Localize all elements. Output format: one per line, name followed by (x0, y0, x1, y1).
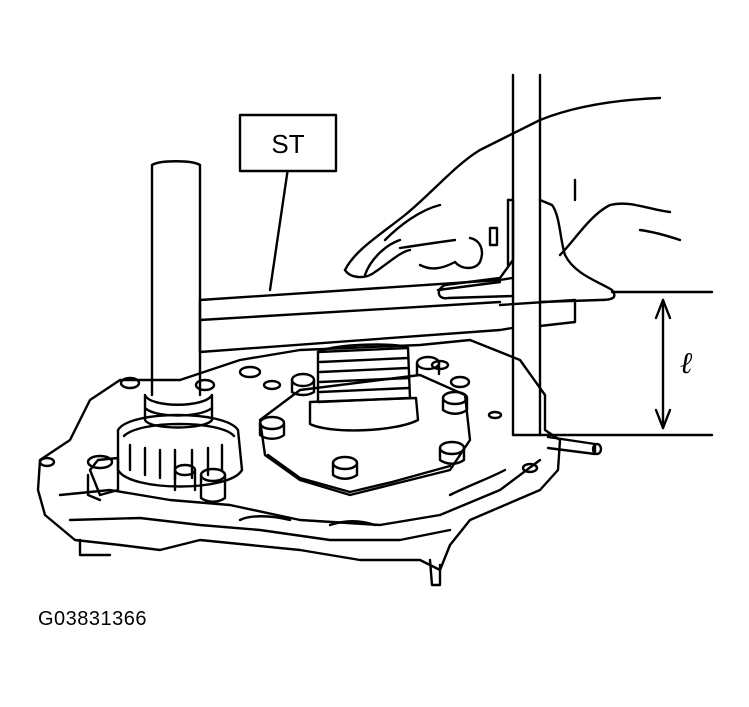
dimension-label: ℓ (680, 346, 693, 381)
st-label: ST (271, 129, 304, 159)
depth-gauge (437, 73, 616, 437)
st-label-box (238, 113, 338, 173)
dimension-lines (546, 290, 714, 437)
housing-case (36, 338, 562, 572)
special-tool-bar (198, 276, 577, 354)
locating-pin (546, 435, 603, 456)
retainer-bolts (258, 355, 469, 480)
input-shaft (143, 160, 214, 429)
st-callout-line (268, 166, 290, 292)
center-bearing (308, 343, 420, 432)
figure-id: G03831366 (38, 608, 148, 630)
hand (343, 96, 682, 279)
drive-gear (86, 413, 244, 503)
